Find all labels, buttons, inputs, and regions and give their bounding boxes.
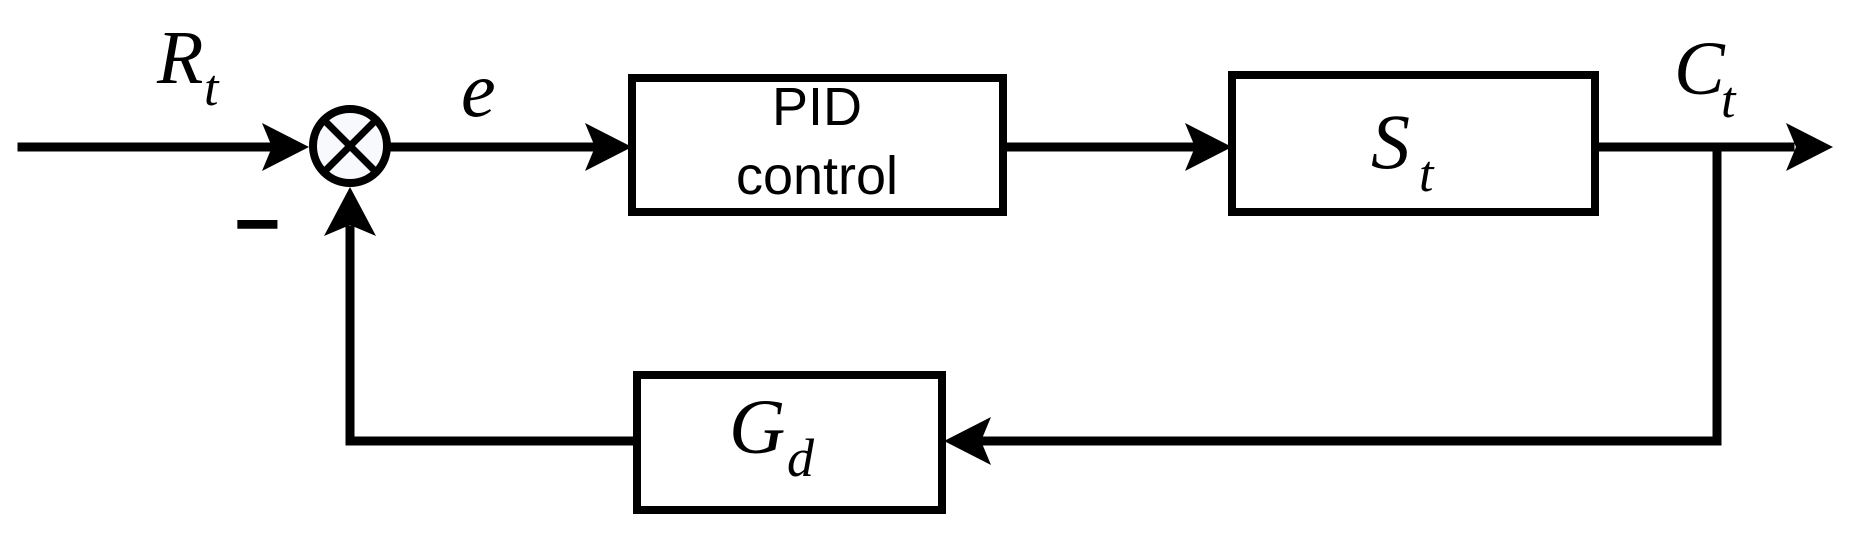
output-signal-label-subscript: t <box>1721 72 1737 129</box>
plant-input-arrowhead <box>1185 123 1232 171</box>
plant-label-subscript: t <box>1419 146 1435 203</box>
summing-junction <box>309 105 391 187</box>
feedback-branch-wire <box>980 142 1722 446</box>
feedback-label-subscript: d <box>787 428 815 488</box>
summing-junction-cross-line-2 <box>320 116 380 176</box>
error-arrowhead <box>585 123 632 171</box>
plant-label-main: S <box>1371 98 1410 185</box>
pid-controller-label-line2: control <box>736 146 898 206</box>
feedback-label-main: G <box>729 383 785 470</box>
input-arrowhead <box>262 123 309 171</box>
minus-sign: − <box>234 179 281 268</box>
pid-controller-label-line1: PID <box>772 77 862 137</box>
junction-feedback-arrowhead <box>324 187 376 236</box>
reference-signal-label-subscript: t <box>204 60 220 117</box>
feedback-return-wire <box>345 225 642 446</box>
plant-block <box>1228 71 1599 216</box>
reference-signal-label-main: R <box>156 16 203 100</box>
feedback-block-arrowhead <box>944 417 991 465</box>
pid-controller-block <box>628 74 1007 216</box>
output-arrowhead <box>1786 123 1833 171</box>
feedback-block <box>633 371 946 514</box>
output-signal-label-main: C <box>1674 27 1726 111</box>
error-signal-label: e <box>461 46 496 133</box>
